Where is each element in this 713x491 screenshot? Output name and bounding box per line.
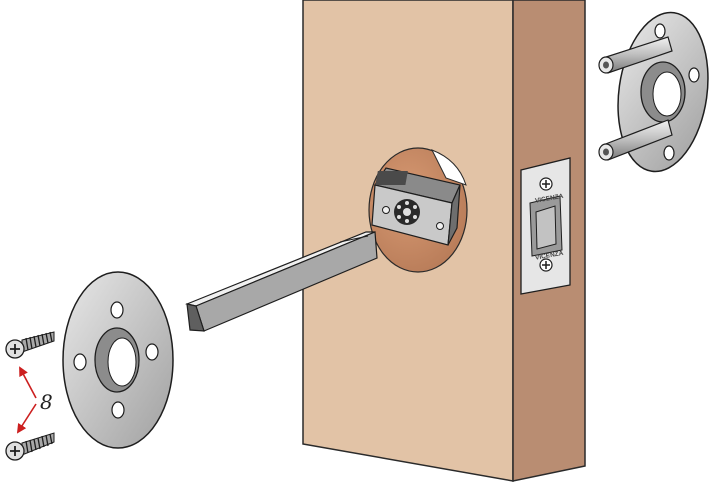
callout: 8 — [18, 368, 53, 432]
strike-plate: VICENZA VICENZA — [521, 158, 570, 294]
callout-arrow-down — [18, 404, 36, 432]
screw-top — [6, 332, 54, 358]
strike-screw-bottom — [540, 259, 552, 271]
screw-bottom — [6, 433, 54, 460]
callout-arrow-up — [20, 368, 36, 398]
rose-plate-front — [63, 272, 173, 448]
callout-number: 8 — [40, 390, 53, 414]
strike-screw-top — [540, 178, 552, 190]
